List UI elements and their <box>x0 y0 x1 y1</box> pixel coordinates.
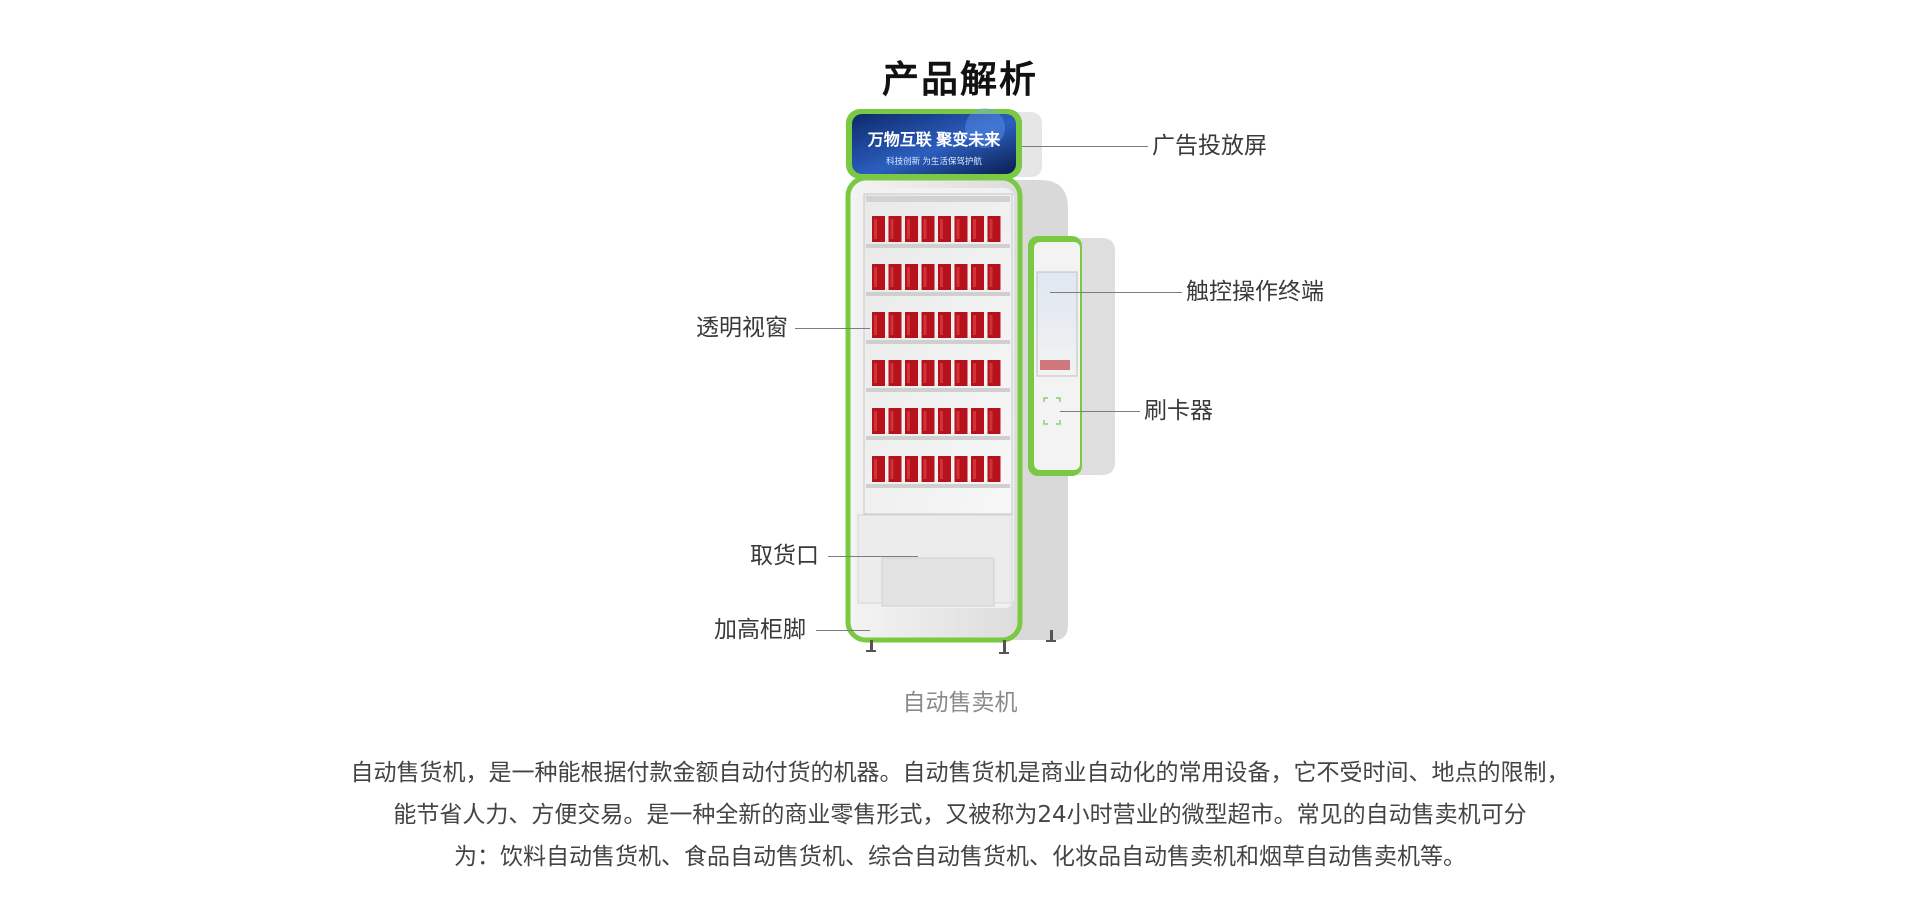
leader-line-card-reader <box>1060 411 1140 412</box>
product-box <box>888 456 902 482</box>
product-box <box>872 312 885 338</box>
page-title: 产品解析 <box>882 57 1038 101</box>
product-box <box>872 216 885 242</box>
product-box <box>872 408 885 434</box>
product-box <box>987 408 1001 434</box>
product-box <box>921 456 935 482</box>
product-box <box>971 408 984 434</box>
pickup-area <box>857 514 1013 607</box>
vending-machine-illustration: 万物互联 聚变未来 科技创新 为生活保驾护航 <box>845 108 1115 654</box>
product-box <box>888 312 902 338</box>
product-box <box>872 360 885 386</box>
product-box <box>905 264 918 290</box>
product-box <box>954 360 968 386</box>
callout-ad-screen: 广告投放屏 <box>1152 133 1267 159</box>
product-box <box>954 216 968 242</box>
product-box <box>872 264 885 290</box>
description-line: 为：饮料自动售货机、食品自动售货机、综合自动售货机、化妆品自动售卖机和烟草自动售… <box>454 844 1466 870</box>
leader-line-pickup-port <box>828 556 918 557</box>
shelf <box>866 388 1010 392</box>
product-box <box>971 456 984 482</box>
product-box <box>888 360 902 386</box>
product-box <box>905 312 918 338</box>
product-box <box>971 264 984 290</box>
product-box <box>987 216 1001 242</box>
product-box <box>954 312 968 338</box>
callout-card-reader: 刷卡器 <box>1144 398 1213 424</box>
product-box <box>938 456 951 482</box>
product-box <box>921 216 935 242</box>
shelf <box>866 292 1010 296</box>
card-reader-icon <box>1043 397 1061 425</box>
product-caption: 自动售卖机 <box>902 690 1018 716</box>
ad-screen: 万物互联 聚变未来 科技创新 为生活保驾护航 <box>846 108 1042 179</box>
touch-terminal-panel <box>1028 236 1115 476</box>
product-box <box>888 216 902 242</box>
callout-raised-feet: 加高柜脚 <box>714 617 806 643</box>
product-box <box>938 264 951 290</box>
shelf <box>866 340 1010 344</box>
callout-transparent-window: 透明视窗 <box>696 315 788 341</box>
product-box <box>954 408 968 434</box>
banner-subline: 科技创新 为生活保驾护航 <box>886 156 982 166</box>
product-box <box>987 312 1001 338</box>
product-diagram: 万物互联 聚变未来 科技创新 为生活保驾护航 <box>696 108 1324 654</box>
product-box <box>971 360 984 386</box>
leader-line-raised-feet <box>816 630 870 631</box>
shelf <box>866 484 1010 488</box>
product-box <box>954 456 968 482</box>
banner-headline: 万物互联 聚变未来 <box>867 130 1001 149</box>
leader-line-ad-screen <box>1022 146 1148 147</box>
product-box <box>888 264 902 290</box>
product-box <box>954 264 968 290</box>
product-box <box>905 216 918 242</box>
leader-line-touch-terminal <box>1050 292 1182 293</box>
product-box <box>971 312 984 338</box>
product-box <box>921 360 935 386</box>
description-line: 自动售货机，是一种能根据付款金额自动付货的机器。自动售货机是商业自动化的常用设备… <box>350 760 1570 786</box>
callout-pickup-port: 取货口 <box>750 543 819 569</box>
product-box <box>987 264 1001 290</box>
product-box <box>905 408 918 434</box>
product-box <box>938 216 951 242</box>
callout-touch-terminal: 触控操作终端 <box>1186 279 1324 305</box>
product-box <box>921 264 935 290</box>
shelf <box>866 244 1010 248</box>
leader-line-transparent-window <box>795 328 870 329</box>
product-box <box>987 456 1001 482</box>
product-box <box>888 408 902 434</box>
product-box <box>938 312 951 338</box>
raised-feet <box>866 630 1056 654</box>
description-line: 能节省人力、方便交易。是一种全新的商业零售形式，又被称为24小时营业的微型超市。… <box>393 802 1527 828</box>
product-box <box>938 360 951 386</box>
product-box <box>971 216 984 242</box>
product-description: 自动售货机，是一种能根据付款金额自动付货的机器。自动售货机是商业自动化的常用设备… <box>300 752 1620 878</box>
product-box <box>938 408 951 434</box>
product-box <box>987 360 1001 386</box>
transparent-window <box>856 188 1014 608</box>
product-box <box>905 360 918 386</box>
product-box <box>921 312 935 338</box>
product-box <box>905 456 918 482</box>
product-box <box>921 408 935 434</box>
product-box <box>872 456 885 482</box>
shelf <box>866 436 1010 440</box>
